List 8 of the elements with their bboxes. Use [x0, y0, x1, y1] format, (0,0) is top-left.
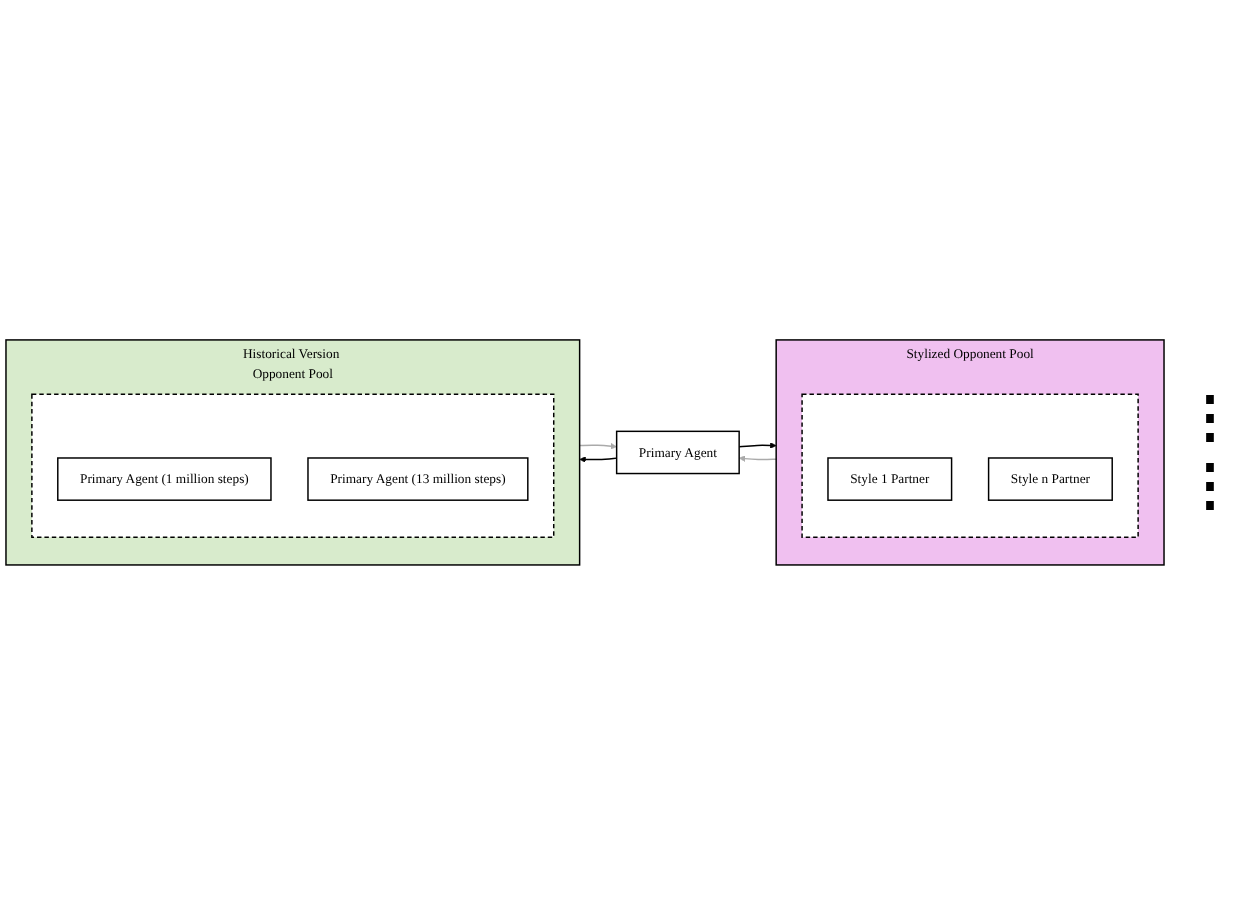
- vertical-ellipsis: ⋮: [1182, 386, 1238, 452]
- arrow: [578, 442, 617, 449]
- cluster: [801, 393, 1139, 538]
- arrow: [738, 455, 777, 462]
- arrow: [579, 455, 618, 463]
- vertical-ellipsis: ⋮: [1182, 454, 1238, 520]
- cluster: [31, 393, 555, 538]
- arrow: [738, 441, 777, 449]
